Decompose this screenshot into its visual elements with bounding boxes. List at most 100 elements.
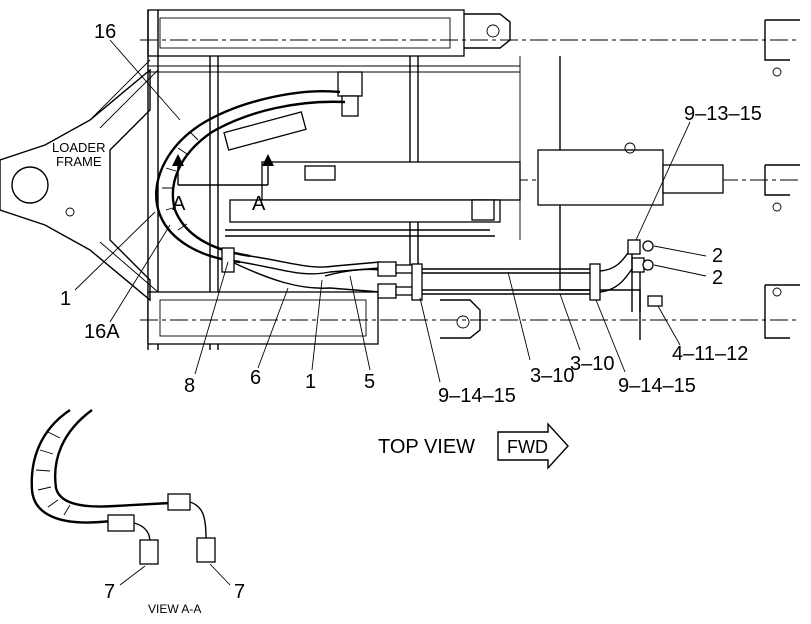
leader-8 [194, 261, 229, 375]
loader-frame [0, 59, 159, 302]
leader-16a [109, 224, 171, 323]
upper-rail-inner [159, 17, 451, 49]
detail-fitting-right [167, 493, 191, 511]
small-cylinder [223, 111, 307, 151]
leader-2-upper [653, 245, 707, 257]
hose-fitting [377, 283, 397, 299]
bolt [772, 287, 782, 297]
lower-rail [147, 291, 379, 345]
detail-connector-right [196, 537, 216, 563]
section-marker-left: A [172, 193, 186, 215]
bracket-bolt [647, 295, 663, 307]
elbow-lower [642, 259, 654, 271]
loader-frame-bore [11, 166, 49, 204]
tube-clamp-left [411, 263, 423, 301]
detail-spiral [35, 431, 71, 516]
bulkhead-lower [631, 257, 645, 273]
view-title: TOP VIEW [378, 436, 475, 458]
cylinder-assembly [223, 71, 724, 237]
hose-1 [239, 261, 381, 275]
section-view-label: VIEW A-A [148, 602, 201, 616]
detail-hose-inner [54, 409, 171, 508]
detail-bend-right [189, 501, 207, 539]
callout-7-left: 7 [104, 581, 115, 603]
far-right-bracket-mid [764, 164, 800, 196]
adapter [395, 264, 415, 274]
section-cut: A A [172, 154, 274, 215]
hose-fitting [377, 261, 397, 277]
loader-frame-hole [65, 207, 75, 217]
callout-7-right: 7 [234, 581, 245, 603]
callout-2-upper: 2 [712, 245, 723, 267]
loader-arm-line [99, 69, 159, 129]
cylinder-port [304, 165, 336, 181]
leader-3-10-b [559, 293, 581, 351]
fitting-block [471, 199, 495, 221]
leader-9-13-15 [635, 121, 691, 241]
loader-arm-line [89, 59, 151, 121]
lower-pin [456, 315, 470, 329]
upper-pin [486, 24, 500, 38]
callout-1-mid: 1 [305, 371, 316, 393]
leader-5 [349, 275, 371, 371]
spiral-wrap [162, 131, 199, 231]
hose-clip [221, 247, 235, 273]
elbow-upper [642, 240, 654, 252]
upper-rail-end [464, 13, 511, 49]
hose-routing [155, 90, 663, 312]
detail-hose-outer [30, 409, 126, 524]
leader-1-left [74, 211, 156, 291]
leader-lines [74, 39, 707, 383]
bolt [772, 67, 782, 77]
callout-16a: 16A [84, 321, 120, 343]
fwd-arrow [497, 422, 569, 470]
callout-8: 8 [184, 375, 195, 397]
hose-5 [324, 268, 381, 277]
cylinder-rod-end [537, 149, 664, 206]
upper-rail [147, 9, 465, 57]
hose-6 [231, 261, 381, 293]
hose-wrapped-outer [155, 90, 341, 264]
callout-9-14-15-b: 9–14–15 [618, 375, 696, 397]
fwd-label: FWD [507, 437, 548, 457]
section-marker-right: A [252, 193, 266, 215]
bracket [631, 254, 641, 312]
frame-label-line2: FRAME [56, 154, 102, 169]
detail-connector-left [139, 539, 159, 565]
arrow-head [262, 154, 274, 166]
rod-eye [662, 164, 724, 194]
leader-9-14-15-b [595, 299, 626, 373]
bulkhead-upper [627, 239, 641, 255]
bolt [772, 202, 782, 212]
callout-16: 16 [94, 21, 116, 43]
leader-4-11-12 [657, 305, 681, 346]
callout-1-left: 1 [60, 288, 71, 310]
arrow-head [172, 154, 184, 166]
tube-bend-upper [599, 249, 631, 272]
far-right-bracket-bottom [764, 284, 800, 339]
callout-9-13-15: 9–13–15 [684, 103, 762, 125]
far-right-bracket-top [764, 19, 800, 61]
lower-rail-end [440, 299, 481, 339]
leader-1-mid [311, 279, 323, 371]
loader-arm-line [89, 249, 151, 301]
leader-16 [109, 39, 181, 121]
lower-tube [229, 199, 501, 223]
loader-arm-line [99, 241, 159, 293]
valve-block [337, 71, 363, 97]
leader-3-10-a [507, 271, 531, 361]
leader-9-14-15-a [419, 297, 441, 383]
callout-3-10-b: 3–10 [570, 353, 615, 375]
callout-6: 6 [250, 367, 261, 389]
callout-9-14-15-a: 9–14–15 [438, 385, 516, 407]
pin-hole [624, 142, 636, 154]
detail-bend-left [133, 522, 151, 543]
leader-6 [257, 287, 289, 369]
hose-wrapped-inner [171, 100, 346, 258]
callout-5: 5 [364, 371, 375, 393]
view-a-a-detail: 7 7 VIEW A-A [30, 409, 245, 616]
frame-label-line1: LOADER [52, 140, 105, 155]
tube-clamp-right [589, 263, 601, 301]
callout-4-11-12: 4–11–12 [672, 343, 748, 365]
cylinder-body [261, 161, 521, 201]
